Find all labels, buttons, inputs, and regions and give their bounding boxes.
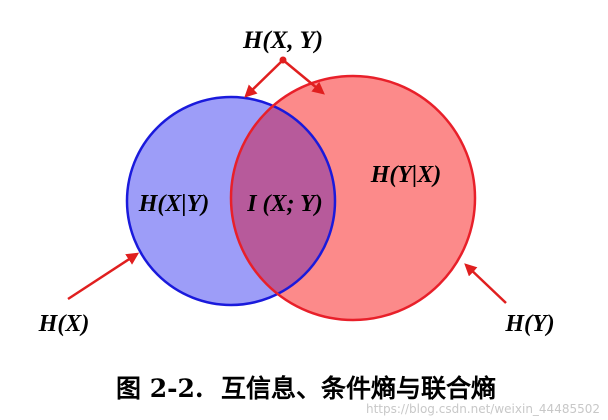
arrow-joint-right: [282, 59, 325, 95]
label-mutual-information: I (X; Y): [246, 191, 323, 217]
label-entropy-y: H(Y): [504, 311, 554, 337]
figure-caption: 图 2-2. 互信息、条件熵与联合熵: [116, 374, 496, 403]
circle-hy-outline: [229, 74, 477, 322]
arrow-joint-left: [244, 59, 284, 98]
label-conditional-x-given-y: H(X|Y): [138, 191, 210, 217]
label-entropy-x: H(X): [38, 311, 90, 337]
label-conditional-y-given-x: H(Y|X): [370, 162, 442, 188]
label-joint-entropy: H(X, Y): [242, 27, 323, 54]
watermark: https://blog.csdn.net/weixin_44485502: [366, 402, 600, 416]
overlap-region: [231, 97, 335, 305]
arrow-hy: [464, 263, 507, 304]
circle-hx-outline: [125, 95, 337, 307]
arrow-hx: [67, 252, 140, 301]
